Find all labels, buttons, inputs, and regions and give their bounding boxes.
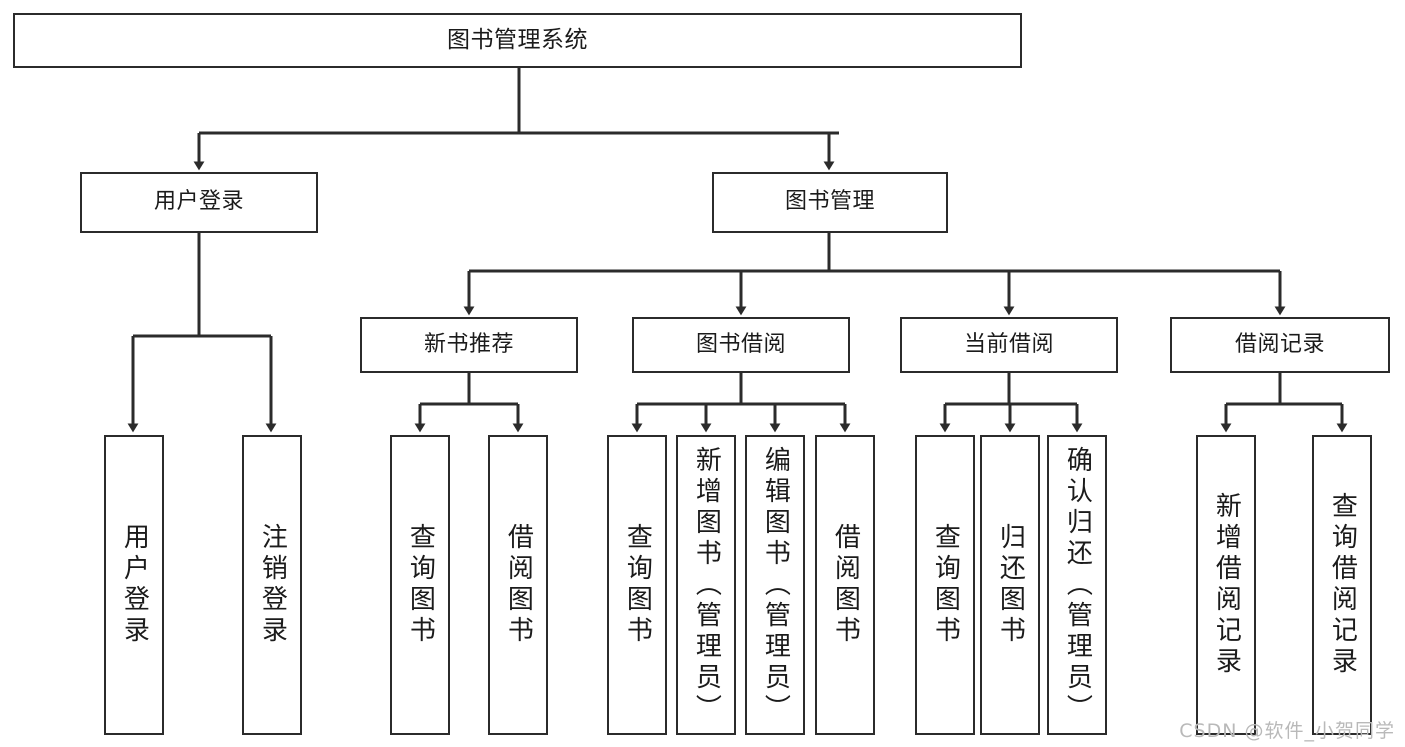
node-label: 编辑图书（管理员）: [760, 445, 791, 725]
leaf-borrow-record-search[interactable]: 查询借阅记录: [1312, 435, 1372, 735]
leaf-current-borrow-return[interactable]: 归还图书: [980, 435, 1040, 735]
node-root-system[interactable]: 图书管理系统: [13, 13, 1022, 68]
node-label: 新书推荐: [423, 331, 514, 357]
node-label: 用户登录: [153, 189, 244, 215]
leaf-user-login-login[interactable]: 用户登录: [104, 435, 164, 735]
node-label: 确认归还（管理员）: [1062, 445, 1093, 725]
node-label: 新增图书（管理员）: [691, 445, 722, 725]
node-label: 借阅图书: [503, 523, 534, 647]
node-label: 图书管理系统: [447, 26, 588, 53]
node-label: 借阅图书: [830, 523, 861, 647]
node-label: 图书管理: [784, 189, 875, 215]
leaf-borrow-record-add[interactable]: 新增借阅记录: [1196, 435, 1256, 735]
leaf-user-login-logout[interactable]: 注销登录: [242, 435, 302, 735]
node-label: 当前借阅: [963, 331, 1054, 357]
node-label: 查询借阅记录: [1327, 492, 1358, 678]
node-current-borrow[interactable]: 当前借阅: [900, 317, 1118, 373]
leaf-current-borrow-search[interactable]: 查询图书: [915, 435, 975, 735]
leaf-book-borrow-borrow[interactable]: 借阅图书: [815, 435, 875, 735]
leaf-new-book-borrow[interactable]: 借阅图书: [488, 435, 548, 735]
leaf-book-borrow-edit[interactable]: 编辑图书（管理员）: [745, 435, 805, 735]
node-label: 查询图书: [405, 523, 436, 647]
node-label: 用户登录: [119, 523, 150, 647]
node-label: 注销登录: [257, 523, 288, 647]
node-label: 查询图书: [622, 523, 653, 647]
node-label: 新增借阅记录: [1211, 492, 1242, 678]
node-book-management[interactable]: 图书管理: [712, 172, 948, 233]
node-borrow-record[interactable]: 借阅记录: [1170, 317, 1390, 373]
leaf-book-borrow-search[interactable]: 查询图书: [607, 435, 667, 735]
node-label: 查询图书: [930, 523, 961, 647]
node-label: 借阅记录: [1234, 331, 1325, 357]
node-label: 图书借阅: [695, 331, 786, 357]
node-new-book-recommend[interactable]: 新书推荐: [360, 317, 578, 373]
node-book-borrow[interactable]: 图书借阅: [632, 317, 850, 373]
leaf-book-borrow-add[interactable]: 新增图书（管理员）: [676, 435, 736, 735]
node-label: 归还图书: [995, 523, 1026, 647]
csdn-watermark: CSDN @软件_小贺同学: [1179, 720, 1395, 742]
node-user-login[interactable]: 用户登录: [80, 172, 318, 233]
leaf-new-book-search[interactable]: 查询图书: [390, 435, 450, 735]
leaf-current-borrow-confirm-return[interactable]: 确认归还（管理员）: [1047, 435, 1107, 735]
